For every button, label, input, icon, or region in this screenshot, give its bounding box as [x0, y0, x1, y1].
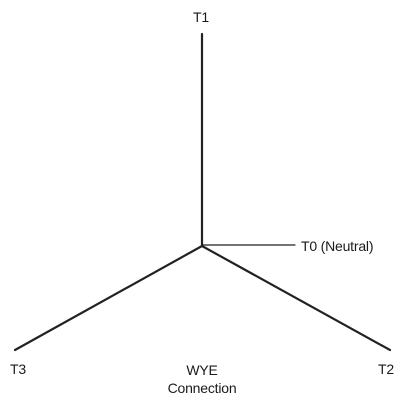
terminal-label-t1: T1: [193, 9, 209, 25]
terminal-label-t3: T3: [10, 361, 26, 377]
t3-leg-line: [13, 244, 204, 352]
caption-line-wye: WYE: [186, 362, 218, 378]
terminal-label-t0-neutral: T0 (Neutral): [301, 238, 374, 254]
terminal-label-t2: T2: [378, 361, 394, 377]
caption-line-connection: Connection: [167, 380, 237, 396]
diagram-caption: WYE Connection: [140, 361, 264, 396]
t2-leg-line: [200, 244, 392, 352]
